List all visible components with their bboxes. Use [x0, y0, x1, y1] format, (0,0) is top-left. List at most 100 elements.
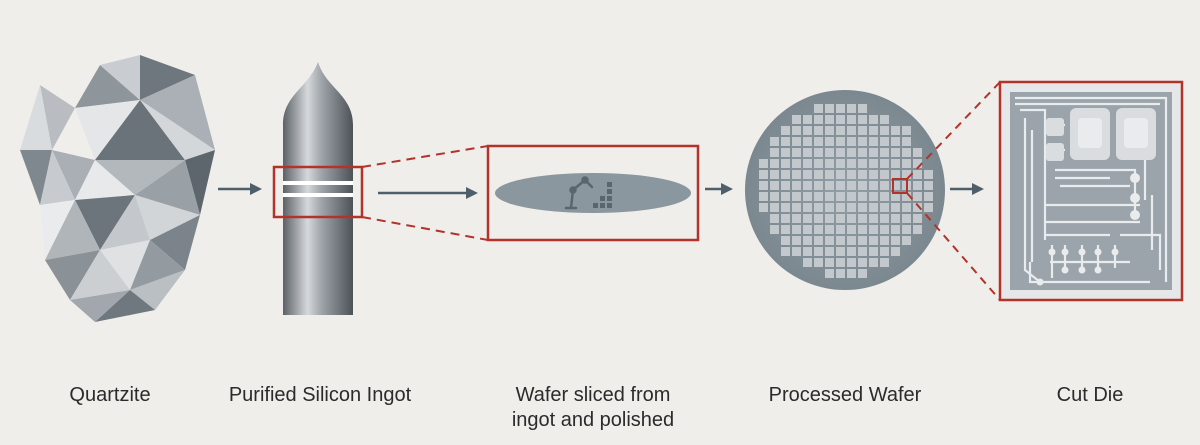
wafer-die — [770, 214, 779, 223]
wafer-die — [814, 236, 823, 245]
circuit-components — [1036, 108, 1156, 286]
wafer-die — [759, 181, 768, 190]
wafer-die — [858, 181, 867, 190]
wafer-die — [869, 236, 878, 245]
wafer-die — [891, 247, 900, 256]
wafer-die — [792, 159, 801, 168]
wafer-die — [880, 203, 889, 212]
wafer-die — [792, 170, 801, 179]
wafer-die — [891, 137, 900, 146]
wafer-die — [869, 181, 878, 190]
wafer-die — [836, 192, 845, 201]
wafer-die — [858, 104, 867, 113]
wafer-die — [880, 192, 889, 201]
caption-quartzite: Quartzite — [69, 384, 151, 406]
wafer-die — [847, 269, 856, 278]
robot-arm-icon — [564, 176, 594, 210]
wafer-die — [814, 159, 823, 168]
wafer-die — [836, 137, 845, 146]
wafer-die — [770, 170, 779, 179]
wafer-die — [825, 225, 834, 234]
wafer-die — [880, 170, 889, 179]
wafer-die — [814, 170, 823, 179]
wafer-die — [814, 258, 823, 267]
wafer-die — [902, 214, 911, 223]
wafer-die — [825, 203, 834, 212]
wafer-die — [803, 170, 812, 179]
wafer-die — [781, 247, 790, 256]
wafer-die — [803, 126, 812, 135]
wafer-die — [836, 181, 845, 190]
wafer-die — [836, 203, 845, 212]
wafer-die — [891, 181, 900, 190]
wafer-die — [924, 192, 933, 201]
wafer-die — [814, 247, 823, 256]
wafer-die — [803, 159, 812, 168]
wafer-die — [847, 225, 856, 234]
wafer-die — [902, 236, 911, 245]
wafer-die — [924, 170, 933, 179]
wafer-die — [913, 225, 922, 234]
wafer-die — [913, 203, 922, 212]
wafer-die — [891, 214, 900, 223]
wafer-die — [792, 137, 801, 146]
wafer-die — [902, 137, 911, 146]
wafer-die — [836, 104, 845, 113]
wafer-die — [869, 126, 878, 135]
wafer-die — [847, 115, 856, 124]
wafer-die — [880, 159, 889, 168]
wafer-die — [913, 214, 922, 223]
wafer-die — [858, 148, 867, 157]
caption-wafer-sliced-line1: Wafer sliced from — [515, 384, 671, 406]
wafer-die — [869, 247, 878, 256]
wafer-die — [825, 148, 834, 157]
wafer-die — [770, 225, 779, 234]
wafer-die — [880, 258, 889, 267]
wafer-die — [792, 225, 801, 234]
wafer-die — [836, 214, 845, 223]
wafer-die — [858, 258, 867, 267]
caption-wafer-sliced-line2: ingot and polished — [511, 409, 675, 431]
wafer-die — [803, 214, 812, 223]
wafer-die — [803, 115, 812, 124]
arrow-right-icon — [705, 183, 733, 195]
wafer-die — [836, 236, 845, 245]
wafer-die — [913, 181, 922, 190]
wafer-die — [770, 203, 779, 212]
wafer-die — [814, 115, 823, 124]
wafer-die — [858, 192, 867, 201]
wafer-die — [803, 258, 812, 267]
wafer-die — [902, 148, 911, 157]
wafer-die — [858, 269, 867, 278]
wafer-die — [858, 170, 867, 179]
circuit-traces — [1015, 96, 1168, 284]
wafer-die — [891, 236, 900, 245]
wafer-die — [836, 115, 845, 124]
wafer-die — [781, 148, 790, 157]
wafer-die — [792, 192, 801, 201]
wafer-die — [880, 115, 889, 124]
wafer-die — [913, 148, 922, 157]
wafer-die — [869, 137, 878, 146]
wafer-die — [847, 247, 856, 256]
wafer-die — [770, 137, 779, 146]
wafer-die — [880, 148, 889, 157]
wafer-die — [803, 236, 812, 245]
wafer-die — [847, 214, 856, 223]
wafer-die — [792, 115, 801, 124]
wafer-die — [792, 181, 801, 190]
wafer-die — [847, 258, 856, 267]
wafer-die — [781, 203, 790, 212]
wafer-die — [847, 181, 856, 190]
wafer-die — [847, 236, 856, 245]
wafer-die — [792, 236, 801, 245]
wafer-die — [858, 236, 867, 245]
zoom-line — [361, 145, 489, 168]
wafer-die — [880, 214, 889, 223]
wafer-die — [759, 203, 768, 212]
wafer-die — [880, 137, 889, 146]
wafer-die — [858, 214, 867, 223]
wafer-die — [880, 181, 889, 190]
wafer-die — [869, 225, 878, 234]
wafer-die — [759, 192, 768, 201]
